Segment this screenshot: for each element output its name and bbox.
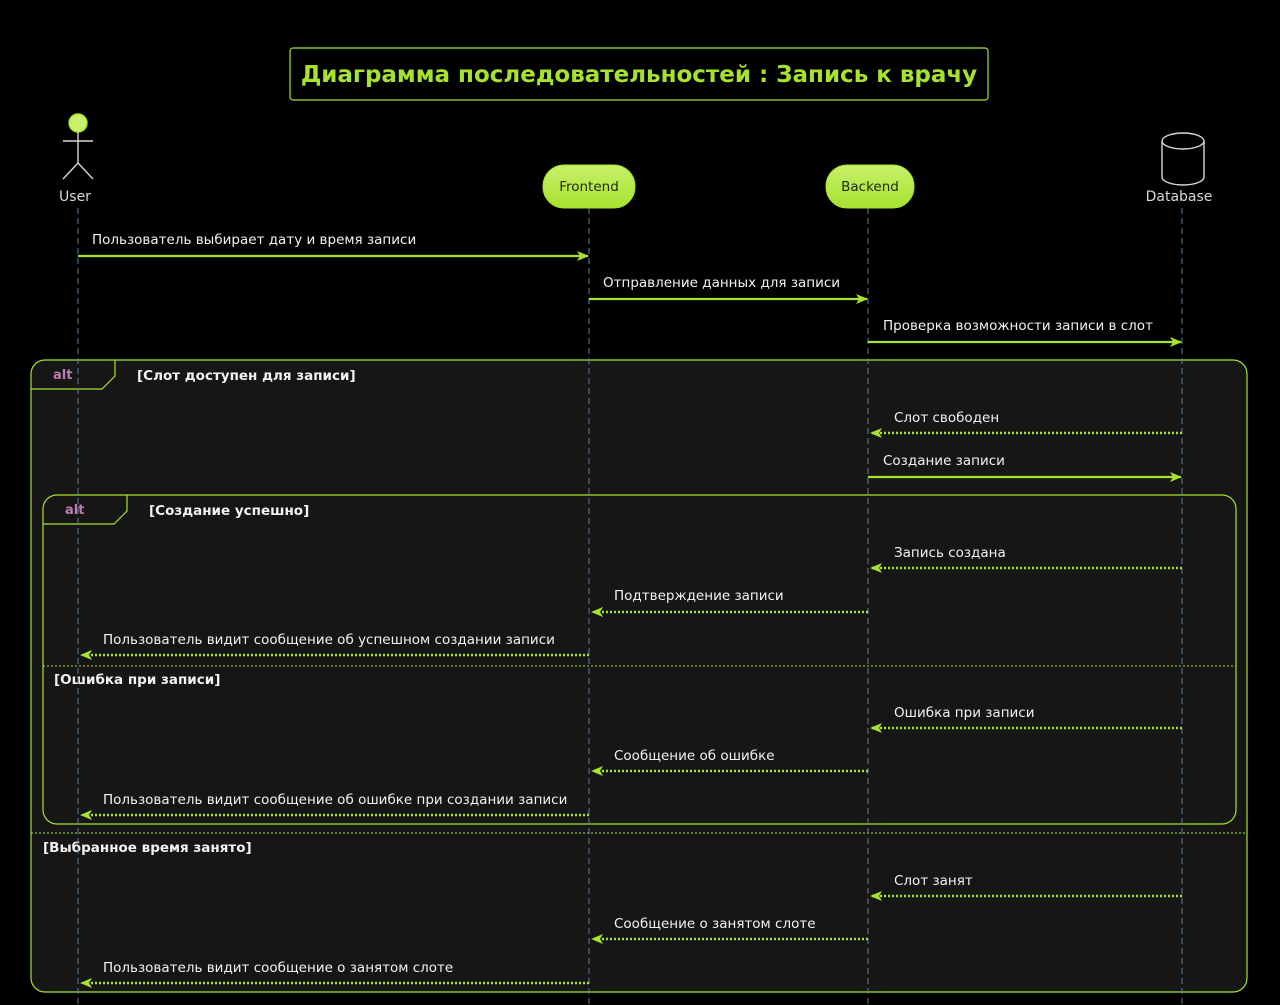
message-label: Пользователь выбирает дату и время запис…: [92, 232, 416, 248]
diagram-title: Диаграмма последовательностей : Запись к…: [301, 62, 977, 88]
participant-user-label: User: [59, 189, 91, 205]
participant-user[interactable]: User: [59, 113, 94, 205]
participant-database-label: Database: [1146, 189, 1213, 205]
message-label: Сообщение об ошибке: [614, 748, 775, 764]
alt-keyword-outer: alt: [53, 368, 72, 383]
message-label: Слот занят: [894, 873, 973, 889]
message-label: Слот свободен: [894, 410, 999, 426]
participant-frontend[interactable]: Frontend: [542, 164, 636, 209]
message-label: Запись создана: [894, 545, 1006, 561]
message-6: Подтверждение записи: [591, 588, 868, 617]
message-label: Проверка возможности записи в слот: [883, 318, 1153, 334]
message-9: Сообщение об ошибке: [591, 748, 868, 776]
participant-backend[interactable]: Backend: [825, 164, 915, 209]
message-7: Пользователь видит сообщение об успешном…: [80, 632, 589, 660]
alt-else-guard-outer: [Выбранное время занято]: [43, 840, 252, 856]
message-13: Пользователь видит сообщение о занятом с…: [80, 960, 589, 988]
message-label: Сообщение о занятом слоте: [614, 916, 816, 932]
message-2: Проверка возможности записи в слот: [868, 318, 1182, 347]
message-11: Слот занят: [870, 873, 1182, 901]
message-label: Пользователь видит сообщение об успешном…: [103, 632, 555, 648]
alt-else-guard-inner: [Ошибка при записи]: [54, 672, 220, 688]
message-8: Ошибка при записи: [870, 705, 1182, 733]
alt-guard-outer: [Слот доступен для записи]: [137, 368, 356, 384]
message-12: Сообщение о занятом слоте: [591, 916, 868, 944]
message-4: Создание записи: [868, 453, 1182, 482]
alt-guard-inner: [Создание успешно]: [149, 503, 309, 519]
participant-database[interactable]: Database: [1146, 132, 1213, 205]
database-cylinder-icon: [1161, 132, 1205, 186]
message-label: Подтверждение записи: [614, 588, 784, 604]
message-label: Отправление данных для записи: [603, 275, 840, 291]
alt-fragment-outer-tab: [31, 360, 116, 390]
message-10: Пользователь видит сообщение об ошибке п…: [80, 792, 589, 820]
message-label: Ошибка при записи: [894, 705, 1035, 721]
message-label: Пользователь видит сообщение о занятом с…: [103, 960, 453, 976]
participant-backend-label: Backend: [841, 179, 899, 195]
lifelines: [77, 208, 1183, 1005]
message-0: Пользователь выбирает дату и время запис…: [78, 232, 589, 261]
stick-figure-icon: [62, 113, 94, 180]
diagram-title-box: Диаграмма последовательностей : Запись к…: [289, 47, 989, 101]
participant-frontend-label: Frontend: [559, 179, 619, 195]
message-5: Запись создана: [870, 545, 1182, 573]
alt-fragment-inner: alt [Создание успешно] [Ошибка при запис…: [42, 494, 1237, 825]
message-3: Слот свободен: [870, 410, 1182, 438]
message-1: Отправление данных для записи: [589, 275, 868, 304]
messages: Пользователь выбирает дату и время запис…: [78, 232, 1182, 988]
message-label: Пользователь видит сообщение об ошибке п…: [103, 792, 567, 808]
message-label: Создание записи: [883, 453, 1005, 469]
alt-keyword-inner: alt: [65, 503, 84, 518]
